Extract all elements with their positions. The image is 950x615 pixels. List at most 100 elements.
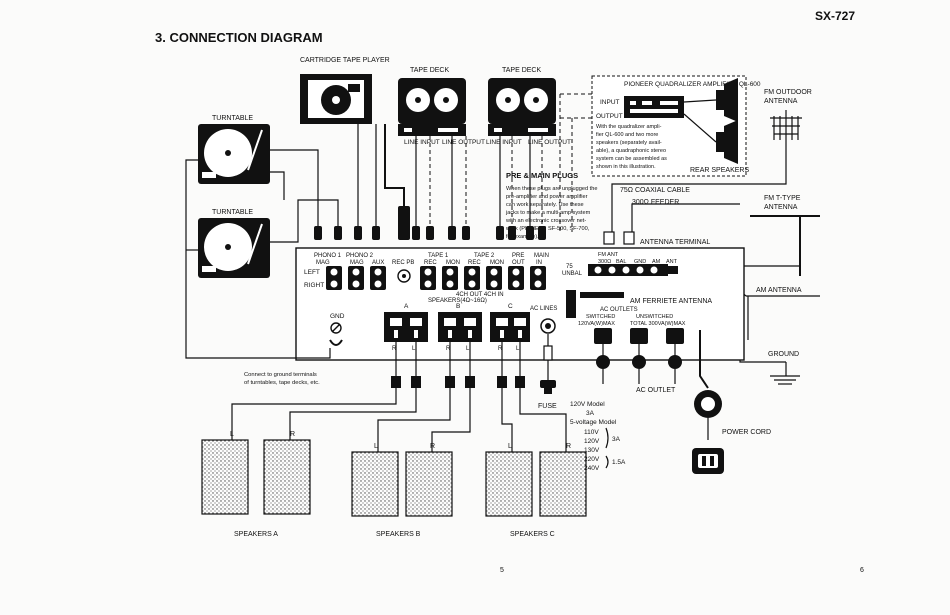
rear-speakers-label: REAR SPEAKERS bbox=[690, 167, 749, 174]
panel-b: B bbox=[456, 303, 460, 310]
fuse-110: 110V bbox=[584, 429, 599, 436]
fm-t-label-2: ANTENNA bbox=[764, 204, 798, 211]
panel-left: LEFT bbox=[304, 269, 320, 276]
term-c-l: L bbox=[516, 346, 520, 352]
fuse-120: 120V bbox=[584, 438, 600, 445]
quad-input: INPUT bbox=[600, 99, 620, 106]
panel-switched: SWITCHED bbox=[586, 314, 615, 320]
page-number-left: 5 bbox=[500, 567, 504, 574]
ground-label: GROUND bbox=[768, 351, 799, 358]
fuse-spec: 120V Model 3A 5-voltage Model 110V 120V … bbox=[570, 401, 626, 472]
ground-note-2: of turntables, tape decks, etc. bbox=[244, 380, 320, 386]
panel-switched-val: 120VA(W)MAX bbox=[578, 321, 615, 327]
fuse-3a: 3A bbox=[586, 410, 595, 417]
panel-unswitched: UNSWITCHED bbox=[636, 314, 673, 320]
fuse: FUSE bbox=[538, 334, 557, 410]
panel-mag2: MAG bbox=[350, 260, 364, 266]
turntable-2: TURNTABLE bbox=[198, 209, 270, 278]
spk-a-r: R bbox=[290, 431, 295, 438]
panel-total: TOTAL 300VA(W)MAX bbox=[630, 321, 686, 327]
am-ferrite-label: AM FERRIETE ANTENNA bbox=[630, 298, 712, 305]
deck2-line-1: LINE INPUT bbox=[486, 139, 522, 146]
receiver-rear-panel: PHONO 1 PHONO 2 MAG MAG AUX REC PB TAPE … bbox=[295, 247, 745, 361]
panel-ant: ANT bbox=[666, 259, 678, 265]
fm-t-label-1: FM T-TYPE bbox=[764, 195, 801, 202]
feeder-label: 300Ω FEEDER bbox=[632, 199, 679, 206]
panel-am: AM bbox=[652, 259, 661, 265]
fuse-220: 220V bbox=[584, 456, 600, 463]
deck1-line-2: LINE OUTPUT bbox=[442, 139, 485, 146]
spk-b-l: L bbox=[374, 443, 378, 450]
fuse-multi: 5-voltage Model bbox=[570, 419, 617, 426]
panel-phono2: PHONO 2 bbox=[346, 253, 374, 259]
speakers-b-label: SPEAKERS B bbox=[376, 531, 421, 538]
panel-75: 75 bbox=[566, 264, 573, 270]
fuse-label: FUSE bbox=[538, 403, 557, 410]
spk-c-l: L bbox=[508, 443, 512, 450]
quad-desc-3: speakers (separately avail- bbox=[596, 140, 662, 146]
antenna-terminal-label: ANTENNA TERMINAL bbox=[640, 239, 710, 246]
panel-4ch: 4CH OUT 4CH IN bbox=[456, 292, 504, 298]
speakers-c-label: SPEAKERS C bbox=[510, 531, 555, 538]
panel-a: A bbox=[404, 303, 409, 310]
term-a-l: L bbox=[412, 346, 416, 352]
panel-unbal: UNBAL bbox=[562, 271, 583, 277]
tape-deck-2-label: TAPE DECK bbox=[502, 67, 541, 74]
fm-outdoor-label-1: FM OUTDOOR bbox=[764, 89, 812, 96]
panel-bal: BAL bbox=[616, 259, 626, 265]
panel-mon1: MON bbox=[446, 260, 460, 266]
panel-fm-ant: FM ANT bbox=[598, 252, 619, 258]
pre-main-desc-3: can work separately. Use these bbox=[506, 202, 584, 208]
panel-mon2: MON bbox=[490, 260, 504, 266]
panel-phono1: PHONO 1 bbox=[314, 253, 342, 259]
quad-output: OUTPUT bbox=[596, 113, 623, 120]
turntable-1: TURNTABLE bbox=[198, 115, 270, 184]
turntable-2-label: TURNTABLE bbox=[212, 209, 253, 216]
panel-right: RIGHT bbox=[304, 282, 324, 289]
fuse-1-5a: 1.5A bbox=[612, 459, 626, 466]
quadralizer-box: PIONEER QUADRALIZER AMPLIFIER QL-600 INP… bbox=[591, 75, 761, 177]
page-number-right: 6 bbox=[860, 567, 864, 574]
power-cord: POWER CORD bbox=[692, 330, 771, 474]
panel-mag1: MAG bbox=[316, 260, 330, 266]
panel-out: OUT bbox=[512, 260, 525, 266]
panel-rec2: REC bbox=[468, 260, 481, 266]
term-b-l: L bbox=[466, 346, 470, 352]
quad-desc-5: system can be assembled as bbox=[596, 156, 667, 162]
term-b-r: R bbox=[446, 346, 451, 352]
ac-outlet-label: AC OUTLET bbox=[636, 387, 676, 394]
panel-main: MAIN bbox=[534, 253, 549, 259]
quad-desc-2: fier QL-600 and two more bbox=[596, 132, 658, 138]
antenna-terminal-strip: FM ANT 300Ω BAL GND AM ANT bbox=[588, 252, 678, 276]
panel-c: C bbox=[508, 303, 513, 310]
panel-rec-pb: REC PB bbox=[392, 260, 414, 266]
ac-outlet-plugs: AC OUTLET bbox=[596, 344, 682, 394]
model-number: SX-727 bbox=[815, 9, 855, 23]
tape-deck-2: TAPE DECK bbox=[488, 67, 556, 136]
panel-gnd-t: GND bbox=[634, 259, 646, 265]
am-antenna-label: AM ANTENNA bbox=[756, 287, 802, 294]
fuse-130: 130V bbox=[584, 447, 600, 454]
quad-title: PIONEER QUADRALIZER AMPLIFIER QL-600 bbox=[624, 81, 761, 88]
pre-main-desc-6: work (PIONEER SF-500, SF-700, bbox=[505, 226, 590, 232]
panel-speakers-imp: SPEAKERS(4Ω~16Ω) bbox=[428, 298, 487, 304]
pre-main-desc-5: with an electronic crossover net- bbox=[505, 218, 586, 224]
turntable-1-label: TURNTABLE bbox=[212, 115, 253, 122]
term-c-r: R bbox=[498, 346, 503, 352]
quad-desc-4: able), a quadraphonic stereo bbox=[596, 148, 666, 154]
fm-outdoor-antenna: FM OUTDOOR ANTENNA bbox=[764, 89, 812, 146]
panel-tape2: TAPE 2 bbox=[474, 253, 495, 259]
rca-plugs bbox=[314, 206, 546, 240]
panel-300: 300Ω bbox=[598, 259, 611, 265]
ground-note-1: Connect to ground terminals bbox=[244, 372, 317, 378]
quad-desc-1: With the quadralizer ampli- bbox=[596, 124, 662, 130]
pre-main-desc-1: When these plugs are unplugged the bbox=[506, 186, 597, 192]
panel-pre: PRE bbox=[512, 253, 524, 259]
fuse-240: 240V bbox=[584, 465, 600, 472]
panel-rec1: REC bbox=[424, 260, 437, 266]
deck2-line-2: LINE OUTPUT bbox=[528, 139, 571, 146]
speaker-wires: R L R L R L bbox=[231, 342, 567, 452]
power-cord-label: POWER CORD bbox=[722, 429, 771, 436]
panel-aux: AUX bbox=[372, 260, 384, 266]
